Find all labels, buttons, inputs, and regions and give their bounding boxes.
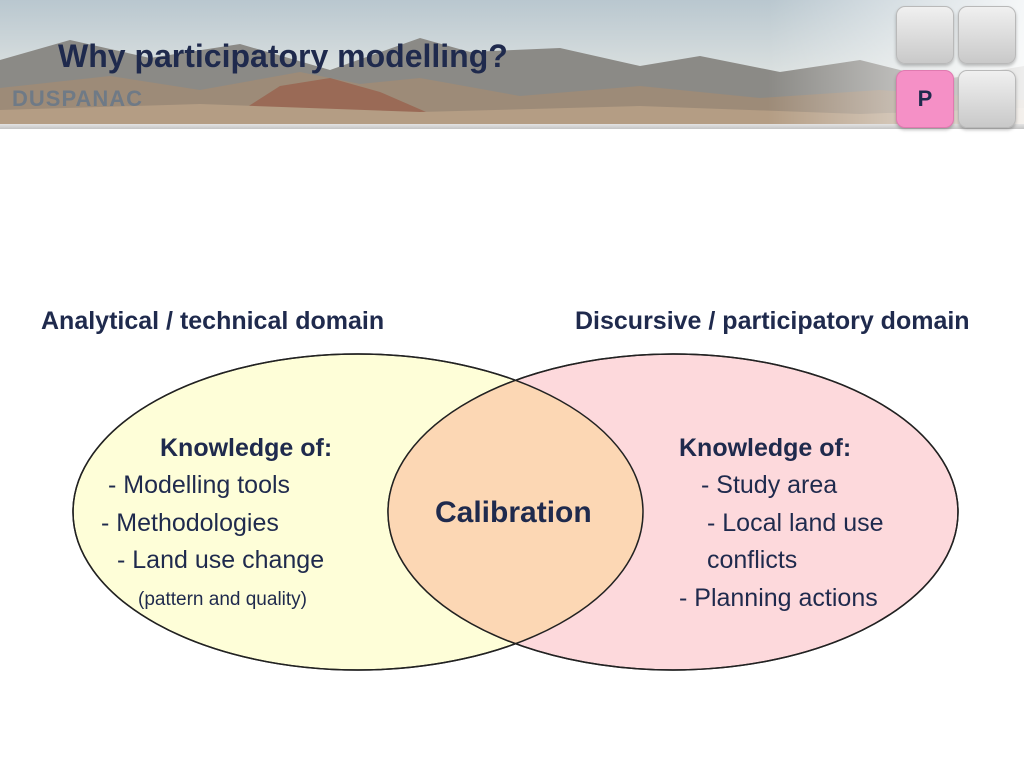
- landscape-banner-image: [0, 0, 1024, 128]
- right-item: - Local land use: [707, 509, 884, 537]
- pink-tile-p: P: [896, 70, 954, 128]
- calibration-label: Calibration: [435, 496, 592, 529]
- overlap-region: [388, 354, 643, 670]
- header-divider: [0, 124, 1024, 129]
- corner-tile-group: P: [880, 2, 1024, 142]
- page-title: Why participatory modelling?: [58, 38, 508, 74]
- header-banner: Why participatory modelling? DUSPANAC: [0, 0, 1024, 128]
- right-domain-label: Discursive / participatory domain: [575, 307, 970, 335]
- left-item: - Modelling tools: [108, 471, 291, 499]
- left-domain-label: Analytical / technical domain: [41, 307, 385, 335]
- grey-tile: [896, 6, 954, 64]
- left-item: - Land use change: [117, 546, 325, 574]
- brand-logo-text: DUSPANAC: [12, 86, 144, 111]
- grey-tile: [958, 70, 1016, 128]
- grey-tile: [958, 6, 1016, 64]
- left-item: - Methodologies: [101, 509, 279, 537]
- right-heading: Knowledge of:: [679, 434, 852, 462]
- right-item: conflicts: [707, 546, 798, 574]
- left-note: (pattern and quality): [138, 589, 307, 610]
- right-item: - Planning actions: [679, 584, 878, 612]
- right-item: - Study area: [701, 471, 838, 499]
- left-heading: Knowledge of:: [160, 434, 333, 462]
